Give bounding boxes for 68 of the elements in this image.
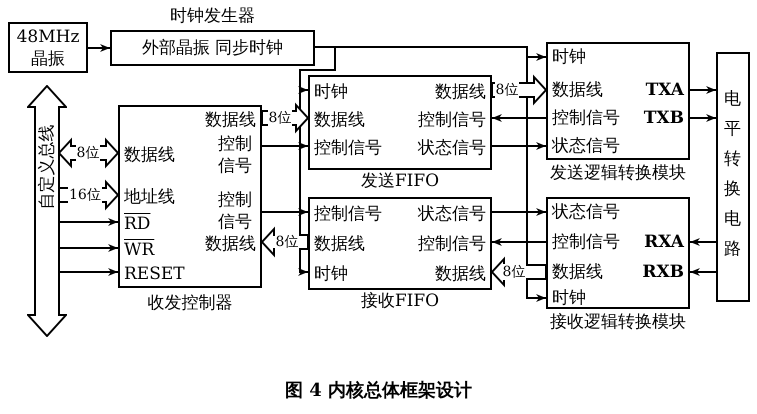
arrow: [492, 142, 546, 150]
bus-label: 自定义总线: [36, 124, 58, 212]
arrow: [88, 44, 110, 52]
signal-label: 控制信号: [552, 231, 620, 253]
signal-label: 控制信号: [552, 107, 620, 129]
signal-label: 数据线: [552, 261, 603, 283]
block-label: 外部晶振 同步时钟: [140, 37, 284, 59]
signal-label: 控制信号: [418, 109, 486, 131]
signal-label: 控制信号: [218, 133, 253, 177]
signal-label: 控制信号: [418, 233, 486, 255]
arrow: [59, 268, 118, 276]
block-title: 发送FIFO: [360, 170, 440, 192]
signal-label: 状态信号: [418, 203, 486, 225]
level-converter-box: [716, 52, 750, 302]
signal-label: 状态信号: [418, 137, 486, 159]
edge-label: 8位: [76, 145, 100, 161]
signal-label: 时钟: [314, 81, 348, 103]
block-title: 发送逻辑转换模块: [549, 162, 687, 184]
arrow: [690, 114, 716, 122]
signal-label: RXB: [642, 261, 684, 283]
signal-label: 数据线: [314, 109, 365, 131]
signal-label: WR: [124, 239, 154, 261]
signal-label: TXA: [646, 79, 684, 101]
arrow: [492, 114, 546, 122]
edge-label: 8位: [502, 264, 526, 280]
edge-label: 8位: [268, 110, 292, 126]
signal-label: 控制信号: [314, 137, 382, 159]
block-title: 收发控制器: [146, 292, 234, 314]
block-label: 48MHz 晶振: [16, 26, 80, 70]
arrow: [492, 208, 546, 216]
edge-label: 16位: [68, 187, 102, 203]
signal-label: 控制信号: [218, 189, 253, 233]
signal-label: 状态信号: [552, 135, 620, 157]
block-label: 电平转换电路: [724, 88, 742, 261]
arrow: [59, 244, 118, 252]
signal-label: 数据线: [552, 79, 603, 101]
arrow: [492, 238, 546, 246]
signal-label: 时钟: [314, 263, 348, 285]
block-title: 时钟发生器: [169, 5, 256, 27]
signal-label: 状态信号: [552, 201, 620, 223]
signal-label: 时钟: [552, 287, 586, 309]
block-title: 接收FIFO: [360, 290, 440, 312]
signal-label: 时钟: [552, 46, 586, 68]
signal-label: 数据线: [124, 144, 175, 166]
arrow: [690, 268, 716, 276]
crystal-box: [8, 22, 88, 73]
arrow: [262, 142, 308, 150]
signal-label: TXB: [644, 107, 684, 129]
signal-label: 数据线: [205, 109, 256, 131]
signal-label: 数据线: [205, 233, 256, 255]
bus-arrow: [27, 85, 67, 337]
arrow: [262, 208, 308, 216]
signal-label: 控制信号: [314, 203, 382, 225]
arrow: [690, 238, 716, 246]
arrow: [298, 46, 336, 276]
signal-label: 数据线: [435, 81, 486, 103]
block-title: 接收逻辑转换模块: [549, 311, 687, 333]
signal-label: RD: [124, 213, 150, 235]
caption: 图 4 内核总体框架设计: [284, 380, 474, 402]
signal-label: 数据线: [314, 233, 365, 255]
edge-label: 8位: [274, 234, 300, 250]
arrow: [690, 86, 716, 94]
signal-label: 数据线: [435, 263, 486, 285]
signal-label: 地址线: [124, 186, 175, 208]
arrow: [59, 218, 118, 226]
edge-label: 8位: [494, 82, 520, 98]
signal-label: RESET: [124, 263, 185, 285]
signal-label: RXA: [644, 231, 684, 253]
